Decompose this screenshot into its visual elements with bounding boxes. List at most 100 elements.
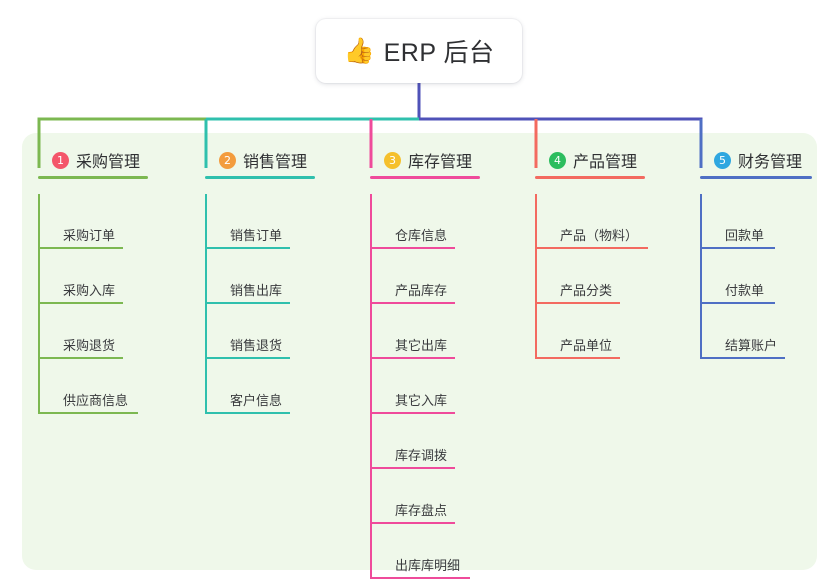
leaf-item-underline	[205, 247, 290, 249]
branch-title: 采购管理	[76, 154, 141, 171]
leaf-item-label: 库存调拨	[395, 448, 448, 463]
leaf-item[interactable]: 销售订单	[205, 194, 307, 249]
leaf-item[interactable]: 出库库明细	[370, 524, 472, 579]
branch-number-badge: 1	[52, 151, 69, 169]
leaf-item[interactable]: 产品单位	[535, 304, 637, 359]
leaf-item[interactable]: 库存调拨	[370, 414, 472, 469]
leaf-item-underline	[370, 302, 455, 304]
leaf-item-underline	[535, 302, 620, 304]
leaf-item[interactable]: 其它出库	[370, 304, 472, 359]
leaf-item-label: 产品（物料）	[560, 228, 639, 243]
leaf-item-label: 客户信息	[230, 393, 283, 408]
root-node[interactable]: 👍 ERP 后台	[316, 19, 522, 83]
leaf-item[interactable]: 客户信息	[205, 359, 307, 414]
leaf-item[interactable]: 付款单	[700, 249, 802, 304]
leaf-item-underline	[38, 357, 123, 359]
leaf-item-underline	[535, 247, 648, 249]
branch-title: 产品管理	[573, 154, 638, 171]
leaf-item-label: 结算账户	[725, 338, 778, 353]
leaf-item-label: 库存盘点	[395, 503, 448, 518]
leaf-item[interactable]: 库存盘点	[370, 469, 472, 524]
leaf-item-underline	[38, 247, 123, 249]
leaf-item-label: 销售出库	[230, 283, 283, 298]
branch-number-badge: 3	[384, 151, 401, 169]
leaf-item-underline	[370, 247, 455, 249]
branches-panel	[22, 133, 817, 570]
branch-header-5[interactable]: 5 财务管理	[700, 145, 812, 179]
root-node-content: 👍 ERP 后台	[343, 33, 494, 69]
branch-header-2[interactable]: 2 销售管理	[205, 145, 315, 179]
leaf-item-underline	[700, 302, 775, 304]
branch-underline	[535, 176, 645, 179]
leaf-item-label: 产品分类	[560, 283, 613, 298]
leaf-item[interactable]: 结算账户	[700, 304, 802, 359]
branch-title: 销售管理	[243, 154, 308, 171]
leaf-item-label: 付款单	[725, 283, 765, 298]
leaf-item[interactable]: 供应商信息	[38, 359, 140, 414]
leaf-item[interactable]: 销售退货	[205, 304, 307, 359]
branch-spine	[700, 194, 702, 359]
thumbs-up-icon: 👍	[343, 36, 375, 65]
branch-header-1[interactable]: 1 采购管理	[38, 145, 148, 179]
leaf-item-underline	[205, 412, 290, 414]
branch-column-1: 1 采购管理采购订单采购入库采购退货供应商信息	[38, 145, 148, 414]
leaf-item-label: 其它出库	[395, 338, 448, 353]
branch-items: 仓库信息产品库存其它出库其它入库库存调拨库存盘点出库库明细	[370, 194, 472, 579]
leaf-item-label: 产品单位	[560, 338, 613, 353]
branch-column-2: 2 销售管理销售订单销售出库销售退货客户信息	[205, 145, 315, 414]
branch-items: 采购订单采购入库采购退货供应商信息	[38, 194, 140, 414]
leaf-item-label: 销售订单	[230, 228, 283, 243]
branch-number-badge: 5	[714, 151, 731, 169]
leaf-item-underline	[38, 412, 138, 414]
leaf-item-label: 采购订单	[63, 228, 116, 243]
leaf-item[interactable]: 回款单	[700, 194, 802, 249]
branch-number-badge: 2	[219, 151, 236, 169]
leaf-item[interactable]: 产品库存	[370, 249, 472, 304]
leaf-item-label: 采购入库	[63, 283, 116, 298]
leaf-item[interactable]: 仓库信息	[370, 194, 472, 249]
leaf-item[interactable]: 产品（物料）	[535, 194, 648, 249]
branch-underline	[700, 176, 812, 179]
branch-header-3[interactable]: 3 库存管理	[370, 145, 480, 179]
branch-items: 销售订单销售出库销售退货客户信息	[205, 194, 307, 414]
leaf-item-underline	[370, 357, 455, 359]
branch-items: 回款单付款单结算账户	[700, 194, 802, 359]
leaf-item[interactable]: 采购入库	[38, 249, 140, 304]
leaf-item[interactable]: 销售出库	[205, 249, 307, 304]
leaf-item-underline	[370, 522, 455, 524]
branch-spine	[38, 194, 40, 414]
branch-column-3: 3 库存管理仓库信息产品库存其它出库其它入库库存调拨库存盘点出库库明细	[370, 145, 480, 579]
leaf-item-label: 其它入库	[395, 393, 448, 408]
leaf-item[interactable]: 采购退货	[38, 304, 140, 359]
branch-title: 库存管理	[408, 154, 473, 171]
root-title: ERP 后台	[383, 39, 495, 67]
leaf-item-label: 出库库明细	[395, 558, 461, 573]
leaf-item-underline	[205, 302, 290, 304]
leaf-item-underline	[370, 577, 470, 579]
leaf-item-label: 回款单	[725, 228, 765, 243]
leaf-item-underline	[370, 467, 455, 469]
leaf-item-label: 采购退货	[63, 338, 116, 353]
leaf-item[interactable]: 产品分类	[535, 249, 637, 304]
leaf-item-underline	[370, 412, 455, 414]
leaf-item-label: 供应商信息	[63, 393, 129, 408]
leaf-item[interactable]: 其它入库	[370, 359, 472, 414]
leaf-item-underline	[700, 357, 785, 359]
leaf-item-underline	[700, 247, 775, 249]
branch-items: 产品（物料） 产品分类产品单位	[535, 194, 648, 359]
branch-spine	[535, 194, 537, 359]
branch-underline	[38, 176, 148, 179]
leaf-item-underline	[535, 357, 620, 359]
branch-title: 财务管理	[738, 154, 803, 171]
branch-underline	[205, 176, 315, 179]
branch-underline	[370, 176, 480, 179]
leaf-item-underline	[205, 357, 290, 359]
branch-spine	[370, 194, 372, 579]
leaf-item-label: 仓库信息	[395, 228, 448, 243]
leaf-item[interactable]: 采购订单	[38, 194, 140, 249]
branch-column-5: 5 财务管理回款单付款单结算账户	[700, 145, 812, 359]
